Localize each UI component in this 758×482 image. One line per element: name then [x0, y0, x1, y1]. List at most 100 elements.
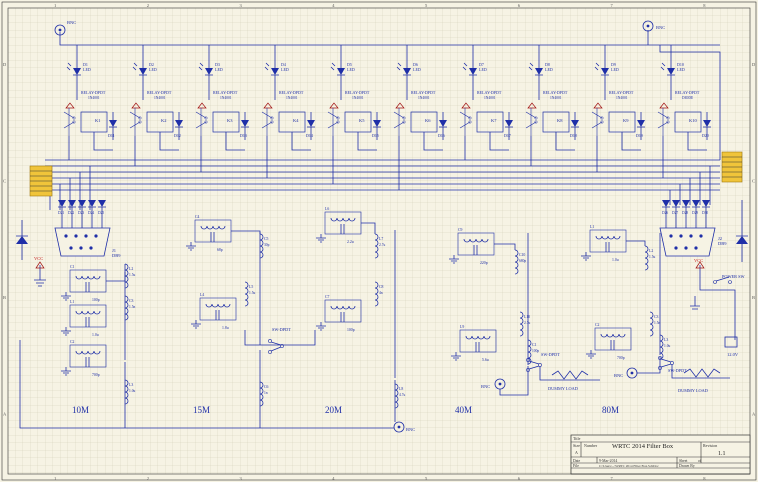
- vcc-arrow: [461, 102, 471, 109]
- sw3-label: SW-DPDT: [668, 368, 687, 373]
- zone-letter: A: [752, 412, 756, 417]
- led-ref: D6: [413, 62, 418, 67]
- diode-icon: [703, 120, 711, 127]
- diode-ref: D12: [174, 133, 181, 138]
- bnc-label-5: BNC: [614, 373, 623, 378]
- led-ref: D5: [347, 62, 352, 67]
- diode-icon: [662, 200, 670, 207]
- inductor-icon: [200, 225, 226, 230]
- part-value: 700p: [92, 373, 100, 377]
- diode-icon: [175, 120, 183, 127]
- ground-icon: [449, 255, 459, 264]
- diode-part: 1N4001: [220, 96, 232, 100]
- diode-part: 1N4001: [616, 96, 628, 100]
- harness-connector-right: [721, 151, 743, 183]
- part-value: 4.7u: [399, 393, 405, 397]
- zone-letter: C: [3, 179, 6, 184]
- size-value: A: [575, 450, 578, 455]
- led-ref: D10: [677, 62, 684, 67]
- vcc-arrow: [263, 102, 273, 109]
- diode-part: 1N4001: [352, 96, 364, 100]
- part-ref: C2: [595, 323, 600, 327]
- diode-ref: D20: [702, 133, 709, 138]
- capacitor-icon: [605, 242, 610, 252]
- title-block: Title WRTC 2014 Filter Box Size A Number…: [570, 434, 751, 475]
- revision-value: 1.1: [718, 451, 726, 457]
- diode-part: 1N4001: [154, 96, 166, 100]
- inductor-icon: [514, 249, 519, 275]
- part-ref: C10: [519, 253, 525, 257]
- sw-dpdt-2: SW-DPDT: [526, 352, 560, 372]
- zone-number: 1: [54, 476, 56, 481]
- relay-type: RELAY-DPDT: [81, 90, 106, 95]
- control-bus: [45, 30, 721, 210]
- relay-type: RELAY-DPDT: [147, 90, 172, 95]
- vcc-arrow: [527, 102, 537, 109]
- rf-bus: [19, 230, 661, 429]
- diode-d21: [16, 220, 28, 260]
- diode-ref: D18: [570, 133, 577, 138]
- part-value: 1.5n: [654, 321, 660, 325]
- diode-ref: D11: [108, 133, 115, 138]
- led-label: LED: [83, 67, 91, 72]
- db9-connector-j2: J2 DB9: [659, 227, 727, 257]
- diode-ref: D19: [636, 133, 643, 138]
- zone-number: 4: [332, 3, 335, 8]
- diode-ref: D25: [98, 211, 104, 215]
- relay-type: RELAY-DPDT: [477, 90, 502, 95]
- diode-ref: D23: [78, 211, 84, 215]
- ground-icon: [316, 322, 326, 331]
- inductor-icon: [600, 333, 626, 338]
- bnc-label-4: BNC: [481, 384, 490, 389]
- harness-connector-left: [29, 165, 53, 197]
- ground-icon: [316, 234, 326, 243]
- vcc-arrow: [329, 102, 339, 109]
- relay-ref: K3: [227, 118, 233, 123]
- revision-label: Revision: [703, 443, 717, 448]
- capacitor-icon: [85, 282, 90, 292]
- part-value: 5.6u: [482, 358, 489, 362]
- diode-ref: D17: [504, 133, 511, 138]
- vcc-arrow: [395, 102, 405, 109]
- led-icon: [337, 68, 345, 75]
- diode-icon: [692, 200, 700, 207]
- diode-ref: D21: [58, 211, 64, 215]
- part-ref: C7: [325, 295, 330, 299]
- led-icon: [139, 68, 147, 75]
- zone-letter: B: [3, 295, 6, 300]
- relay-type: RELAY-DPDT: [543, 90, 568, 95]
- inductor-icon: [75, 350, 101, 355]
- part-ref: L4: [200, 293, 204, 297]
- relay-ref: K1: [95, 118, 101, 123]
- sw-dpdt-1: SW-DPDT: [268, 327, 291, 354]
- led-icon: [271, 68, 279, 75]
- part-ref: L3: [129, 383, 133, 387]
- zone-number: 8: [703, 476, 706, 481]
- diode-part: DIODE: [682, 96, 694, 100]
- diode-ref: D15: [372, 133, 379, 138]
- diode-d22: [736, 200, 748, 262]
- part-value: 100p: [92, 298, 100, 302]
- band-label-40m: 40M: [455, 405, 472, 415]
- diode-icon: [505, 120, 513, 127]
- zone-number: 2: [147, 3, 149, 8]
- zone-number: 5: [425, 476, 428, 481]
- diode-part: 1N4001: [88, 96, 100, 100]
- sheet-value: of: [698, 459, 702, 463]
- bnc-connector-bottom: BNC: [393, 421, 415, 433]
- led-label: LED: [347, 67, 355, 72]
- zone-number: 3: [240, 3, 243, 8]
- led-ref: D7: [479, 62, 484, 67]
- zone-number: 8: [703, 3, 706, 8]
- filter-sections: C1100pL11.0uC2700pL21.5uC31.5nL31.0uC468…: [61, 207, 670, 409]
- diode-icon: [439, 120, 447, 127]
- ground-icon: [61, 292, 71, 301]
- sheet-label: Sheet: [679, 459, 688, 463]
- bnc-label-2: BNC: [656, 25, 665, 30]
